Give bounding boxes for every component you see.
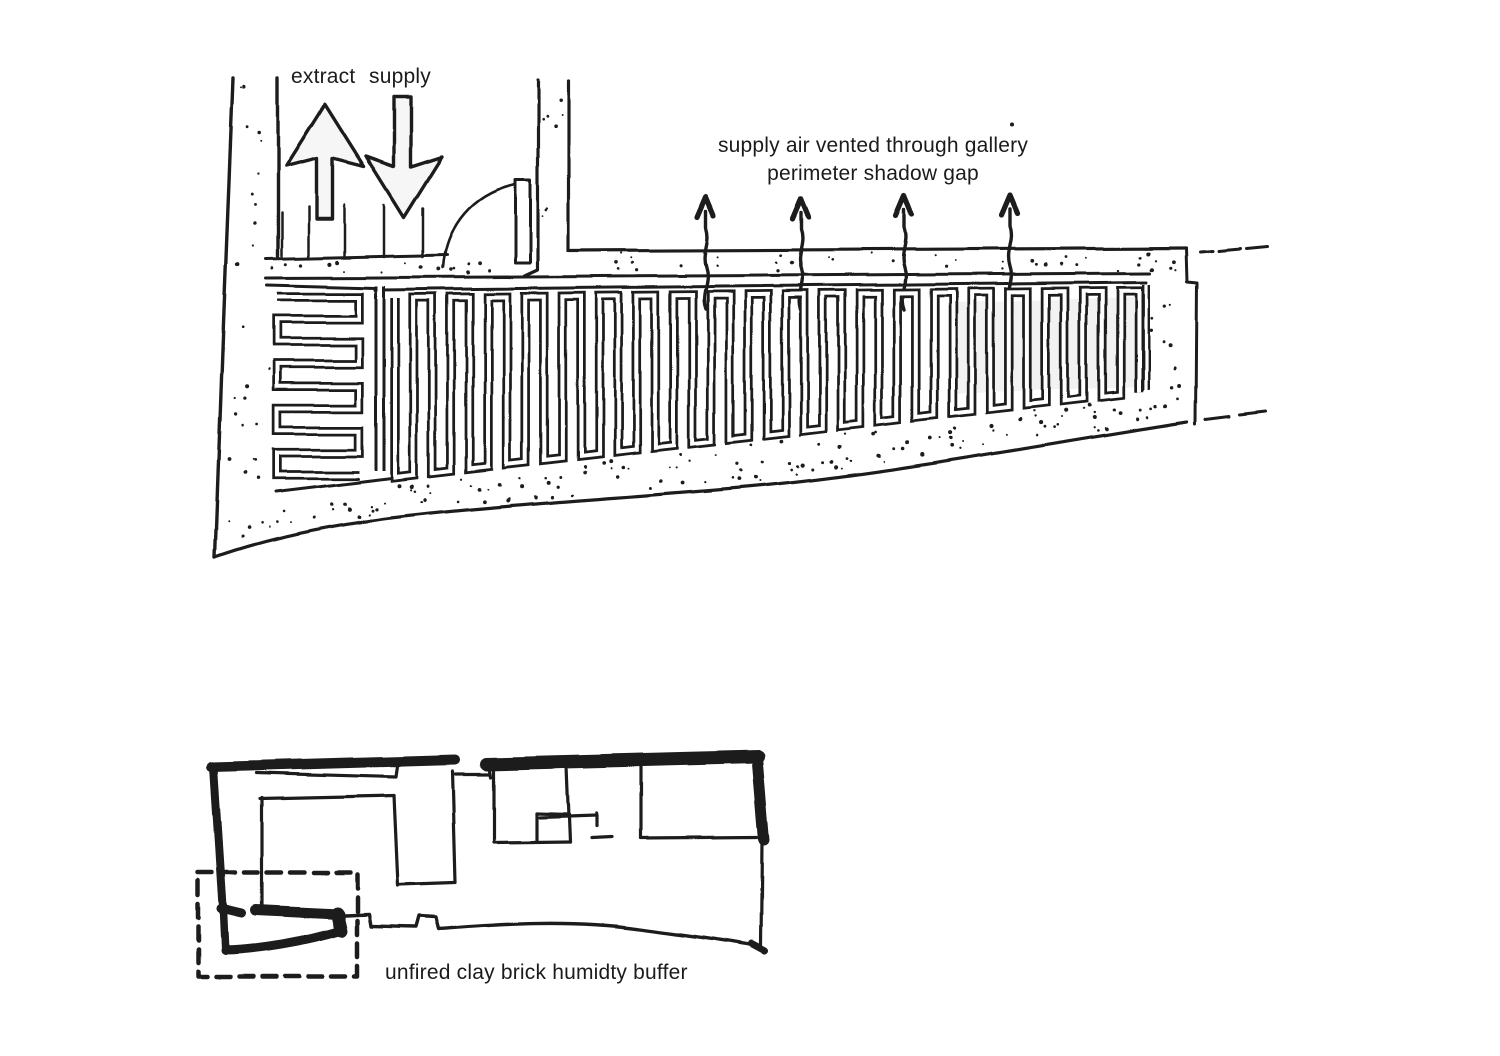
buffer-note: unfired clay brick humidty buffer <box>385 961 688 984</box>
duct-lines <box>280 203 425 259</box>
vent-note-line1: supply air vented through gallery <box>717 134 1029 157</box>
door-leaf <box>514 177 532 265</box>
extract-label: extract <box>291 65 356 88</box>
door-swing-arc <box>441 182 517 270</box>
vent-note-line2: perimeter shadow gap <box>767 162 979 185</box>
intake-plenum <box>264 253 1152 280</box>
buffer-extent-dashes <box>195 869 360 980</box>
floor-plan <box>195 750 770 980</box>
plan-inner-walls <box>254 761 759 908</box>
extract-arrow-icon <box>284 102 366 221</box>
plan-bottom-edge <box>343 912 762 949</box>
vent-note: supply air vented through gallery perime… <box>700 132 1046 188</box>
buffer-wall <box>216 901 348 956</box>
stipple-dots <box>227 84 1182 538</box>
section-diagram <box>213 76 1270 559</box>
vent-arrow-icon <box>694 195 717 311</box>
site-boundary-dashes <box>1184 245 1270 426</box>
gallery-wall <box>523 78 1188 278</box>
left-wall <box>213 76 280 559</box>
ground-line <box>213 420 1190 559</box>
gallery-floor-slab <box>265 280 1148 494</box>
supply-label: supply <box>369 65 431 88</box>
plan-outer-walls <box>207 750 770 955</box>
labyrinth-duct <box>272 284 1150 483</box>
supply-arrow-icon <box>364 95 444 219</box>
